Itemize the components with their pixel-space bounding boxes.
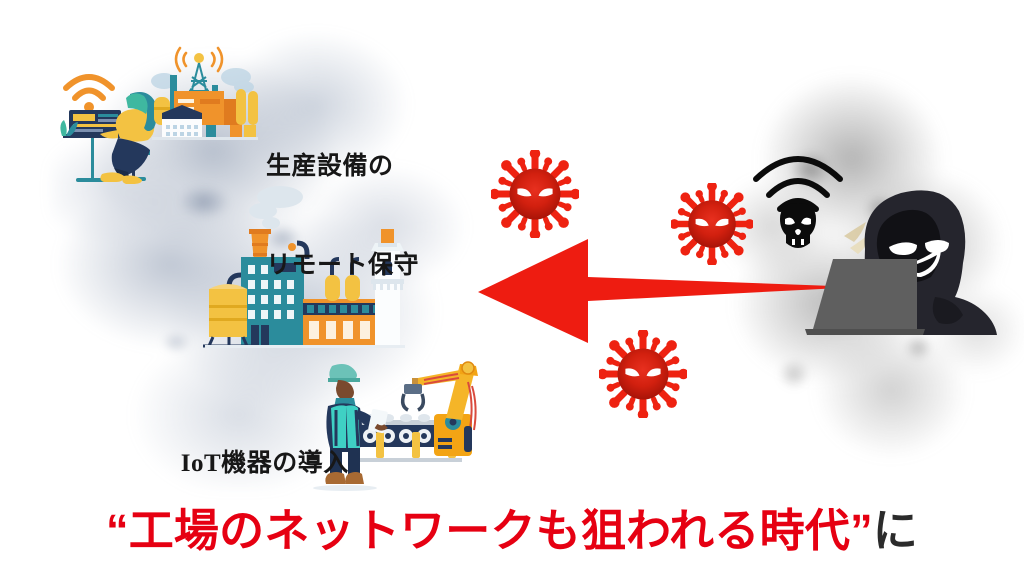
label-iot-rest: 機器の導入 — [221, 449, 349, 477]
label-remote-line1: 生産設備の — [266, 152, 394, 180]
page-caption: “工場のネットワークも狙われる時代”に — [0, 494, 1024, 559]
label-iot-prefix: IoT — [180, 450, 222, 477]
label-remote-line2: リモート保守 — [266, 251, 420, 279]
virus-icon — [491, 150, 579, 238]
hooded-hacker-icon — [805, 190, 997, 335]
laptop-icon — [805, 259, 925, 335]
caption-open-quote: “ — [105, 505, 129, 556]
virus-icon — [671, 183, 753, 265]
label-remote-maintenance: 生産設備の リモート保守 — [266, 84, 419, 348]
virus-icon — [599, 330, 687, 418]
caption-main-text: 工場のネットワークも狙われる時代 — [128, 505, 851, 556]
wifi-icon — [63, 74, 115, 101]
left-arrow-icon — [478, 239, 860, 343]
caption-tail: に — [872, 505, 919, 556]
caption-close-quote: ” — [850, 505, 873, 556]
factory-icon — [151, 46, 258, 140]
